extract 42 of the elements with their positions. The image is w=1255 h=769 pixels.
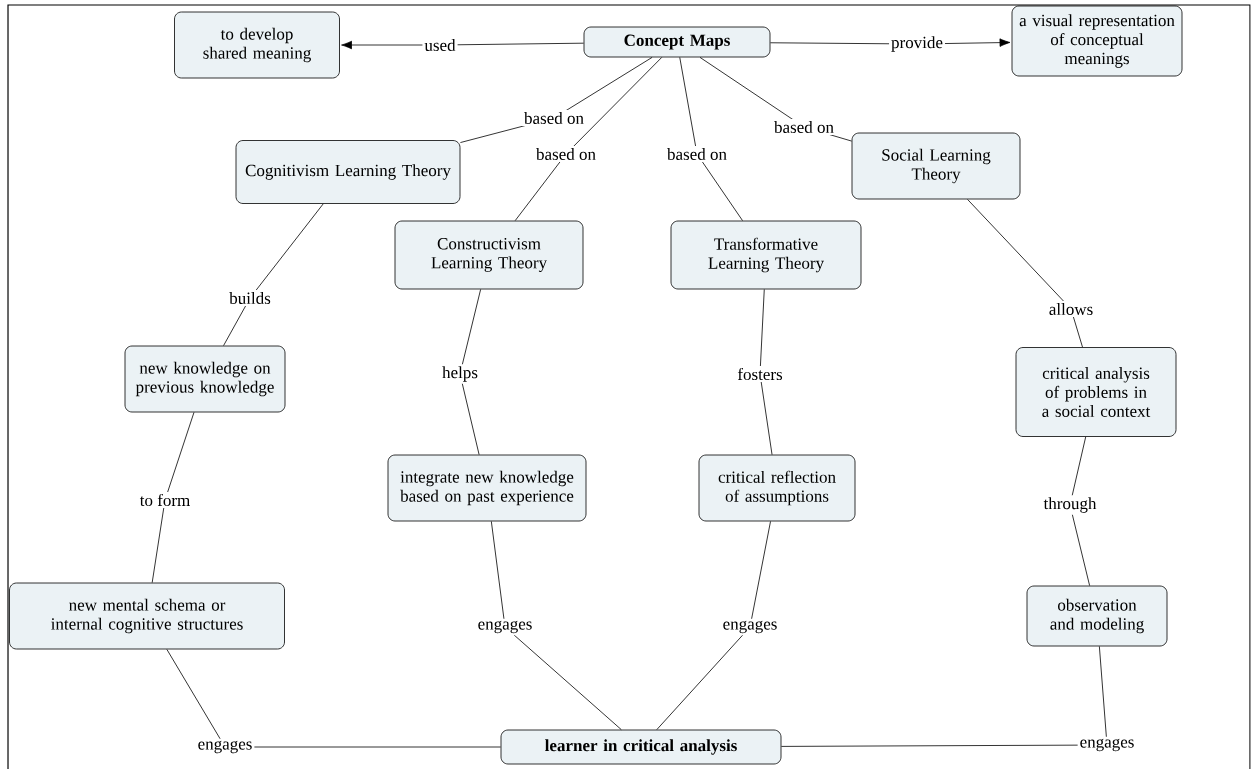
- edge-label: based on: [665, 146, 729, 162]
- edge-label: fosters: [735, 365, 785, 383]
- concept-box: Transformative Learning Theory: [670, 220, 862, 290]
- concept-box: new mental schema or internal cognitive structures: [9, 582, 285, 650]
- concept-box: to develop shared meaning: [174, 11, 340, 79]
- edge-label: builds: [227, 290, 273, 306]
- concept-box: Concept Maps: [583, 26, 771, 58]
- concept-box: learner in critical analysis: [500, 729, 782, 765]
- connector: [759, 289, 773, 455]
- edge-label: used: [422, 37, 458, 53]
- concept-box: new knowledge on previous knowledge: [124, 345, 286, 413]
- concept-box: integrate new knowledge based on past experience: [387, 454, 587, 522]
- connector: [514, 57, 663, 221]
- connector: [679, 57, 743, 221]
- edge-label: engages: [1077, 736, 1137, 754]
- concept-box: critical reflection of assumptions: [698, 454, 856, 522]
- connector: [490, 521, 622, 730]
- concept-box: Cognitivism Learning Theory: [235, 140, 461, 204]
- edge-label: based on: [772, 119, 836, 135]
- connector: [341, 40, 584, 50]
- connector: [151, 412, 195, 583]
- connector: [967, 199, 1083, 348]
- connector: [781, 646, 1108, 747]
- edge-label: engages: [195, 738, 255, 756]
- edge-label: based on: [534, 146, 598, 162]
- concept-box: Constructivism Learning Theory: [394, 220, 584, 290]
- edge-label: helps: [440, 364, 480, 384]
- edge-label: allows: [1046, 301, 1096, 317]
- edge-label: provide: [889, 34, 945, 54]
- edge-label: engages: [720, 618, 780, 636]
- concept-box: observation and modeling: [1026, 585, 1168, 647]
- concept-box: a visual representation of conceptual meanings: [1011, 5, 1183, 77]
- concept-box: Social Learning Theory: [851, 132, 1021, 200]
- edge-label: based on: [522, 110, 586, 126]
- connector: [166, 649, 501, 748]
- edge-label: through: [1041, 495, 1099, 515]
- connector: [459, 289, 482, 455]
- edge-label: engages: [475, 618, 535, 636]
- connector: [656, 521, 771, 730]
- edge-label: to form: [137, 491, 193, 509]
- connector: [223, 203, 324, 346]
- concept-box: critical analysis of problems in a social context: [1015, 347, 1177, 437]
